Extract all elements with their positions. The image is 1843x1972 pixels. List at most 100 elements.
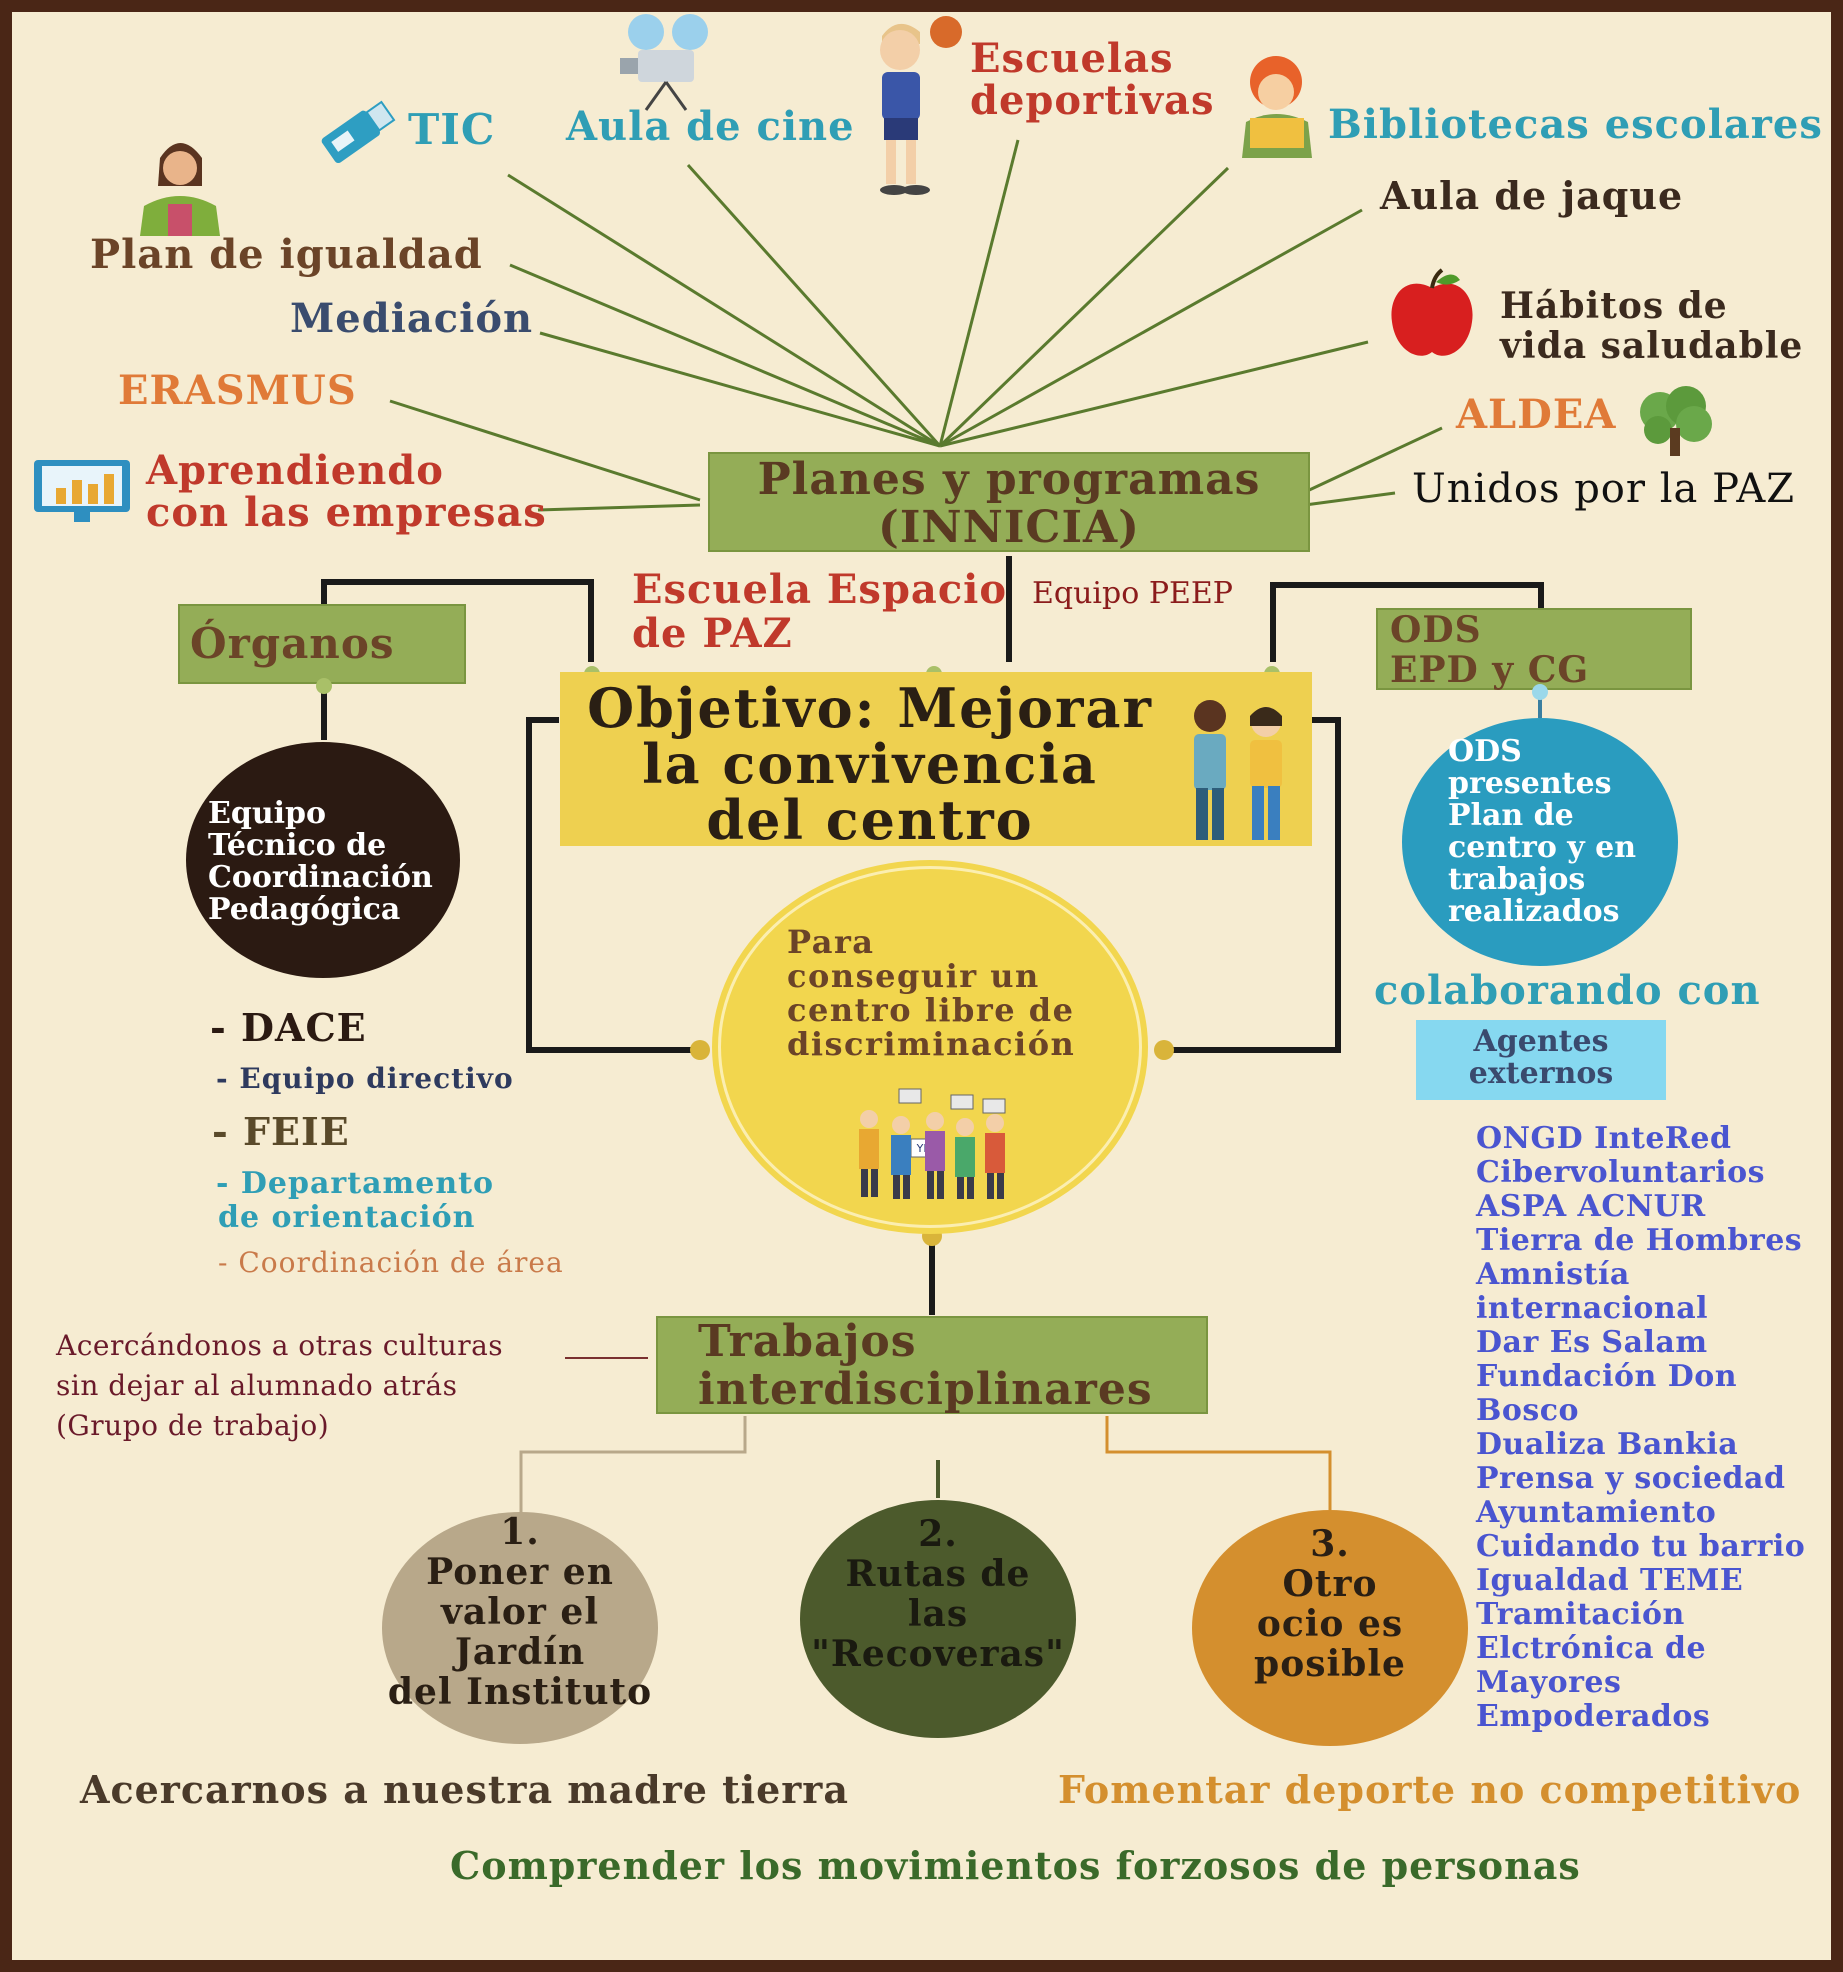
agent-item: Cuidando tu barrio	[1476, 1529, 1806, 1564]
agent-item: Ayuntamiento	[1476, 1495, 1717, 1530]
para-text: Para conseguir un centro libre de discri…	[787, 925, 1075, 1061]
caption-madre-tierra: Acercarnos a nuestra madre tierra	[80, 1767, 849, 1812]
line-ods	[1270, 582, 1544, 662]
circle-line: Coordinación	[208, 860, 433, 895]
item1-text: 1. Poner en valor el Jardín del Institut…	[382, 1512, 658, 1712]
line-aldea	[1304, 426, 1443, 494]
title-line: interdisciplinares	[698, 1364, 1153, 1415]
line-right-loop	[1165, 717, 1341, 1053]
protest-group-icon: YES	[859, 1088, 1006, 1199]
label-line: Escuelas	[970, 35, 1174, 82]
agent-item: Dualiza Bankia	[1476, 1427, 1739, 1462]
note-line: (Grupo de trabajo)	[56, 1409, 330, 1442]
title-line: externos	[1468, 1056, 1614, 1091]
organos-title: Órganos	[190, 619, 395, 668]
agent-item: Elctrónica de	[1476, 1631, 1707, 1666]
couple-icon	[1194, 700, 1282, 840]
label-tic: TIC	[408, 105, 496, 154]
agent-item: Tierra de Hombres	[1476, 1223, 1803, 1258]
label-bibliotecas: Bibliotecas escolares	[1328, 101, 1823, 148]
text-line: posible	[1254, 1643, 1406, 1685]
connector-dot	[316, 678, 332, 694]
para-circle: Para conseguir un centro libre de discri…	[718, 866, 1142, 1228]
planes-programas-box: Planes y programas (INNICIA)	[708, 452, 1310, 552]
trabajos-left-note: Acercándonos a otras culturas sin dejar …	[56, 1326, 503, 1446]
label-erasmus: ERASMUS	[118, 367, 357, 414]
agent-item: Fundación Don	[1476, 1359, 1738, 1394]
circle-line: presentes	[1448, 766, 1612, 801]
text-line: 2.	[918, 1513, 958, 1555]
label-line: con las empresas	[146, 489, 547, 536]
text-line: 1.	[500, 1511, 540, 1553]
tree-icon	[1640, 386, 1712, 456]
title-line: Objetivo: Mejorar	[587, 676, 1153, 740]
agent-item: Empoderados	[1476, 1699, 1711, 1734]
agent-item: Dar Es Salam	[1476, 1325, 1708, 1360]
label-unidos: Unidos por la PAZ	[1412, 466, 1795, 512]
caption-movimientos: Comprender los movimientos forzosos de p…	[450, 1843, 1581, 1888]
line-bibliotecas	[938, 166, 1230, 448]
item2-circle: 2. Rutas de las "Recoveras"	[800, 1500, 1076, 1738]
text-line: Poner en	[426, 1551, 614, 1593]
agentes-title: Agentes externos	[1416, 1026, 1666, 1090]
label-escuela-paz: Escuela Espacio de PAZ	[632, 568, 1007, 656]
organos-item-coordinacion: - Coordinación de área	[218, 1246, 564, 1279]
label-aprendiendo: Aprendiendo con las empresas	[146, 450, 547, 534]
text-line: conseguir un	[787, 957, 1040, 995]
apple-icon	[1391, 268, 1473, 356]
agent-item: Igualdad TEME	[1476, 1563, 1744, 1598]
agent-item: internacional	[1476, 1291, 1709, 1326]
line-aula-jaque	[939, 208, 1363, 448]
film-projector-icon	[620, 14, 708, 111]
circle-line: Pedagógica	[208, 892, 401, 927]
caption-deporte: Fomentar deporte no competitivo	[1058, 1767, 1802, 1812]
program-connectors	[389, 139, 1443, 512]
ods-box: ODS EPD y CG	[1376, 608, 1692, 690]
connector-dot	[922, 1226, 942, 1246]
text-line: Jardín	[454, 1631, 586, 1673]
organos-circle-text: Equipo Técnico de Coordinación Pedagógic…	[208, 798, 433, 926]
circle-line: ODS	[1448, 734, 1522, 769]
agent-item: Cibervoluntarios	[1476, 1155, 1766, 1190]
label-escuelas-deportivas: Escuelas deportivas	[970, 38, 1215, 122]
circle-line: centro y en	[1448, 830, 1637, 865]
agent-item: Amnistía	[1476, 1257, 1630, 1292]
label-line: Hábitos de	[1500, 285, 1728, 327]
text-line: Otro	[1282, 1563, 1378, 1605]
title-line: ODS	[1390, 609, 1482, 651]
structure-connectors	[321, 556, 1544, 1315]
label-aula-jaque: Aula de jaque	[1380, 173, 1684, 218]
label-line: Escuela Espacio	[632, 566, 1008, 613]
label-mediacion: Mediación	[290, 295, 534, 342]
text-line: 3.	[1310, 1523, 1350, 1565]
circle-line: Técnico de	[208, 828, 387, 863]
trabajos-box: Trabajos interdisciplinares	[656, 1316, 1208, 1414]
title-line: Agentes	[1473, 1024, 1609, 1059]
line-item1	[519, 1416, 747, 1515]
line-aula-cine	[686, 163, 942, 448]
planes-title: Planes y programas (INNICIA)	[710, 456, 1308, 552]
ods-title: ODS EPD y CG	[1390, 610, 1589, 690]
usb-drive-icon	[321, 100, 396, 164]
line-item3	[1105, 1416, 1332, 1510]
organos-item-departamento: - Departamento	[216, 1166, 495, 1201]
organos-item-equipo-directivo: - Equipo directivo	[216, 1062, 514, 1095]
label-line: deportivas	[970, 77, 1215, 124]
text-line: Rutas de	[845, 1553, 1031, 1595]
organos-item-feie: - FEIE	[212, 1109, 350, 1154]
item2-text: 2. Rutas de las "Recoveras"	[800, 1514, 1076, 1674]
objetivo-title: Objetivo: Mejorar la convivencia del cen…	[560, 680, 1180, 848]
line-erasmus	[389, 399, 701, 502]
title-line: EPD y CG	[1390, 649, 1590, 691]
line-left-loop	[526, 717, 700, 1053]
text-line: "Recoveras"	[811, 1633, 1065, 1675]
objetivo-box: Objetivo: Mejorar la convivencia del cen…	[560, 672, 1312, 848]
label-aula-cine: Aula de cine	[566, 103, 855, 150]
boy-basketball-icon	[880, 16, 962, 195]
agent-item: Bosco	[1476, 1393, 1580, 1428]
text-line: valor el	[440, 1591, 599, 1633]
agent-item: Prensa y sociedad	[1476, 1461, 1786, 1496]
circle-line: Equipo	[208, 796, 327, 831]
